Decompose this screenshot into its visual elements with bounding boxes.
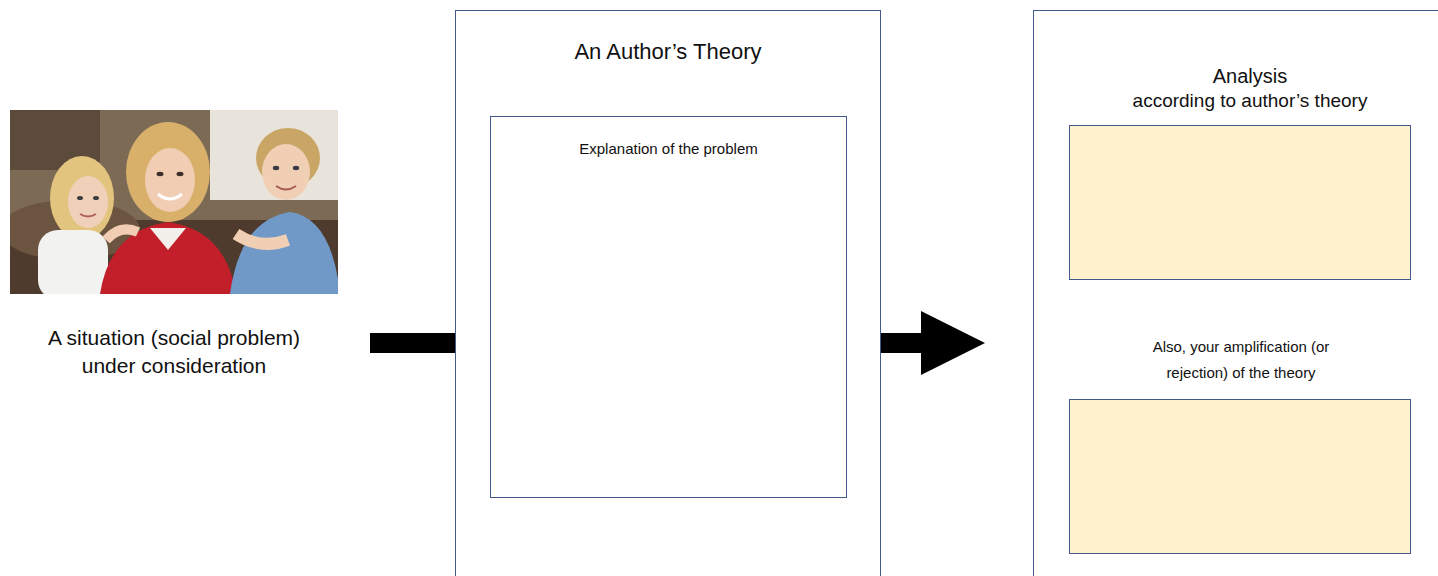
analysis-box xyxy=(1069,125,1411,280)
node-heading: Analysis xyxy=(1034,63,1438,89)
theory-panel: Explanation of the problem An Author’s Th… xyxy=(455,10,881,576)
flow-connector xyxy=(881,311,985,375)
node-heading: Explanation of the problem xyxy=(491,139,846,159)
arrow-head xyxy=(921,311,985,375)
situation-caption-box: A situation (social problem) under consi… xyxy=(10,318,338,390)
flow-connector xyxy=(370,343,455,344)
connector-shaft xyxy=(881,333,923,353)
node-subheading: according to author’s theory xyxy=(1034,89,1438,113)
node-heading: A situation (social problem) under consi… xyxy=(24,324,324,381)
explanation-box: Explanation of the problem xyxy=(490,116,847,498)
analysis-panel: Also, your amplification (or rejection) … xyxy=(1033,10,1438,576)
amplification-box: Also, your amplification (or rejection) … xyxy=(1069,399,1411,554)
connector-shaft xyxy=(370,333,455,353)
family-photo xyxy=(10,110,338,294)
node-heading: An Author’s Theory xyxy=(456,39,880,65)
node-heading: Also, your amplification (or rejection) … xyxy=(1125,334,1357,387)
